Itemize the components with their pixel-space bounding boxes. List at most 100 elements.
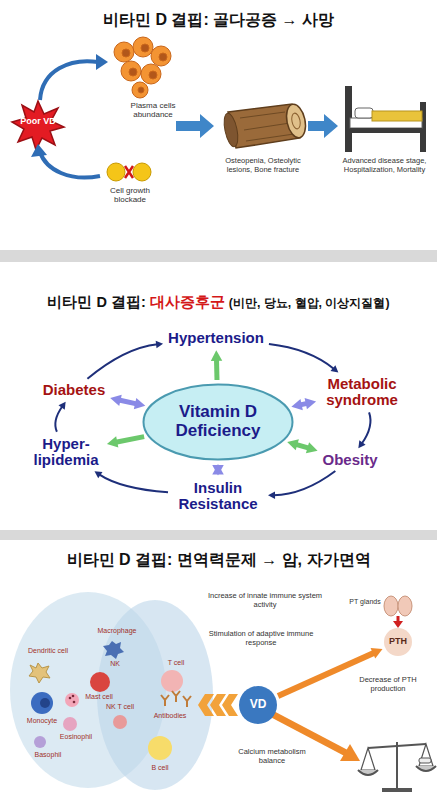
label-text: Antibodies [150,712,190,720]
text-node: Insulin Resistance [171,479,265,514]
immune-cells [29,641,191,760]
connector-line [296,444,309,448]
label-text: Diabetes [43,382,106,399]
immune-regions [10,592,213,790]
label-text: Insulin Resistance [173,480,263,513]
ellipse-shape [144,385,293,460]
connector-line [119,400,137,404]
connector [278,653,374,696]
pt-glands [384,596,412,628]
connector [269,344,334,369]
cycle-arrow [269,344,334,369]
label-text: NK T cell [103,703,137,711]
arrowhead [212,465,224,476]
node-text: Insulin Resistance [173,480,263,513]
connector [99,474,168,492]
text-node: Hypertension [166,329,266,348]
blocked-cells [107,163,151,181]
title-text: 비타민 D 결핍: 골다공증 → 사망 [103,10,334,29]
arrowhead [306,442,318,453]
label-text: Calcium metabolism balance [226,748,318,765]
arrowhead [211,350,223,361]
title-text: (비만, 당뇨, 혈압, 이상지질혈) [229,296,390,311]
cycle-arrow [99,474,168,492]
panel-title: 비타민 D 결핍: 대사증후군 (비만, 당뇨, 혈압, 이상지질혈) [4,294,433,311]
label-text: Stimulation of adaptive immune response [203,630,319,647]
connector-line [278,653,374,696]
title-text: 비타민 D 결핍: [47,294,145,311]
panel-band: 비타민 D 결핍: 면역력문제 → 암, 자가면역 VD PTH [0,540,437,803]
balance-scale [358,742,436,790]
arrowhead [371,648,383,658]
arrowhead [291,399,302,410]
label-text: Increase of innate immune system activit… [203,592,327,609]
arrowhead [58,402,65,410]
label-text: Cell growth blockade [100,186,160,204]
node-text: Hypertension [168,330,264,347]
plasma-cells [114,37,171,98]
connector [296,444,309,448]
label-text: Vitamin D Deficiency [160,403,276,440]
arrowhead [110,395,122,406]
label-text: T cell [163,659,189,667]
connector [362,412,371,443]
connector [274,471,336,495]
arrowhead [287,439,299,450]
label-text: Poor VD [20,116,56,126]
arrowhead [268,491,275,499]
panel-band: 비타민 D 결핍: 골다공증 → 사망 [0,0,437,250]
label-text: Eosinophil [56,733,96,741]
node-text: Vitamin D Deficiency [160,403,276,440]
connector-line [116,437,144,443]
node-text: VD [239,698,277,711]
chevrons [198,694,238,716]
bone-log [222,103,309,148]
title-text: 대사증후군 [150,294,225,311]
cycle-arrow [362,412,371,443]
circle-node: VD [239,686,277,724]
text-node: Metabolic syndrome [319,375,405,410]
cycle-arrow [87,344,157,379]
label-text: Plasma cells abundance [118,101,188,119]
label-text: Advanced disease stage, Hospitalization,… [336,157,433,174]
text-node: Hyper- lipidemia [28,435,104,470]
center-ellipse: Vitamin D Deficiency [142,383,294,461]
arrowhead [107,436,118,447]
cycle-arrow [274,471,336,495]
connector [116,437,144,443]
label-text: PT glands [346,598,384,606]
label-text: Mast cell [82,693,116,701]
connector [55,406,62,432]
hospital-bed [345,86,426,152]
connector [216,359,217,380]
node-text: PTH [384,637,412,647]
panel-title: 비타민 D 결핍: 골다공증 → 사망 [4,10,433,29]
title-text: 비타민 D 결핍: 면역력문제 → 암, 자가면역 [67,550,371,569]
label-text: Macrophage [95,627,139,635]
cycle-arrow [55,406,62,432]
node-text: Hyper- lipidemia [30,436,102,469]
node-text: Diabetes [43,382,106,399]
label-text: Monocyte [22,717,62,725]
node-text: Metabolic syndrome [321,376,403,409]
connector-line [214,359,219,380]
label-text: PTH [384,637,412,647]
label-text: Osteopenia, Osteolytic lesions, Bone fra… [218,157,308,174]
text-node: Obesity [320,451,379,470]
label-text: Basophil [30,751,66,759]
panel-title: 비타민 D 결핍: 면역력문제 → 암, 자가면역 [4,550,433,569]
poor-vd-star [12,101,64,150]
label-text: Dendritic cell [22,647,74,655]
connector [119,400,137,404]
label-text: Decrease of PTH production [343,676,433,693]
label-text: VD [239,698,277,711]
arrowhead [134,398,146,409]
text-node: Diabetes [41,381,108,400]
connector [87,344,157,379]
panel-band: 비타민 D 결핍: 대사증후군 (비만, 당뇨, 혈압, 이상지질혈) Vitamin… [0,262,437,530]
loop-arrowheads [31,54,108,157]
arrowhead [358,440,365,448]
label-text: Hyper- lipidemia [30,436,102,469]
arrowhead [212,464,224,475]
